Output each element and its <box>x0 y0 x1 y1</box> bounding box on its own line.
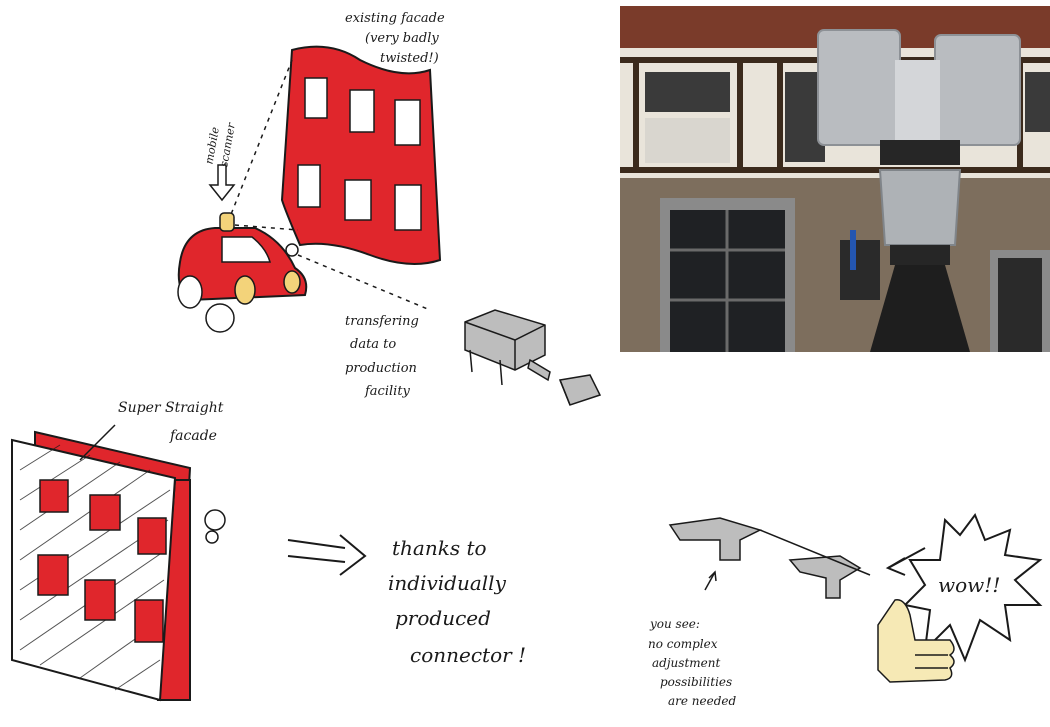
existing-facade-note: existing facade (very badly twisted!) <box>345 11 449 66</box>
super-straight-note: Super Straight facade <box>118 400 228 444</box>
car-sketch <box>178 213 306 332</box>
scanner-photo <box>620 6 1050 352</box>
thanks-note: thanks to individually produced connecto… <box>388 536 526 667</box>
down-arrow-icon <box>210 165 234 200</box>
transferring-note: transfering data to production facility <box>345 314 423 399</box>
mobile-scanner-note: mobile scanner <box>203 119 238 168</box>
you-see-note: you see: no complex adjustment possibili… <box>648 617 737 708</box>
straight-facade-sketch <box>12 425 225 700</box>
existing-facade-sketch <box>282 47 440 264</box>
wow-note: wow!! <box>938 573 1000 597</box>
pointer-arrow <box>705 572 715 590</box>
double-arrow-icon <box>288 535 365 575</box>
connector-sketch <box>670 518 870 598</box>
production-machine-sketch <box>465 310 600 405</box>
